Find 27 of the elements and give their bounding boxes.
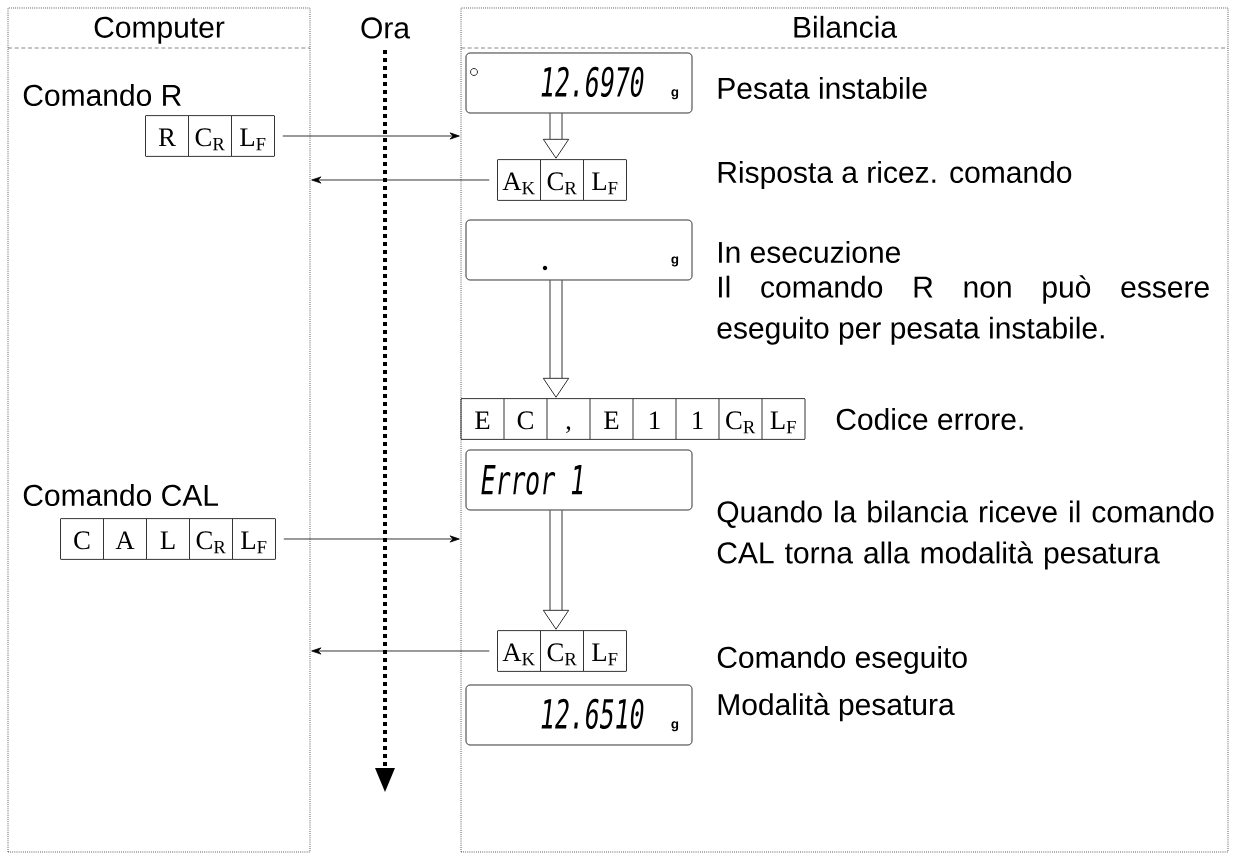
description-text: Modalità pesatura (718, 692, 955, 722)
command-label: Comando R (23, 83, 181, 106)
display-panel: 12.6970 g (465, 52, 693, 114)
arrow (449, 535, 460, 543)
display-panel: 12.6510 g (465, 684, 693, 746)
block-arrow (542, 510, 570, 630)
description-text: Pesata instabile (718, 76, 927, 99)
description-text: Quando la bilancia riceve il comando CAL torna alla modalità pesatura (717, 500, 1214, 570)
arrow (449, 132, 460, 140)
code-cells: C A L C$_{R}$ L$_{F}$ (60, 518, 276, 560)
description-text: Comando eseguito (717, 646, 967, 674)
arrow (311, 647, 322, 655)
block-arrow (542, 280, 570, 398)
command-label: Comando CAL (23, 483, 218, 506)
code-cells: A$_{K}$ C$_{R}$ L$_{F}$ (497, 630, 627, 672)
description-text: Codice errore. (836, 407, 1023, 430)
code-cells: A$_{K}$ C$_{R}$ L$_{F}$ (497, 159, 627, 201)
code-cells: E C , E 1 1 C$_{R}$ L$_{F}$ (460, 398, 806, 440)
arrow (311, 176, 322, 184)
display-panel: Error 1 (465, 449, 693, 511)
block-arrow (542, 113, 570, 159)
description-text: Il comando R non può essere eseguito per pesata instabile. (717, 275, 1209, 345)
code-cells: R C$_{R}$ L$_{F}$ (145, 115, 275, 157)
description-text: In esecuzione (719, 240, 900, 263)
axis-label: Ora (361, 17, 410, 39)
description-text: Risposta a ricez. comando (718, 161, 1072, 189)
display-panel: g (465, 219, 693, 281)
